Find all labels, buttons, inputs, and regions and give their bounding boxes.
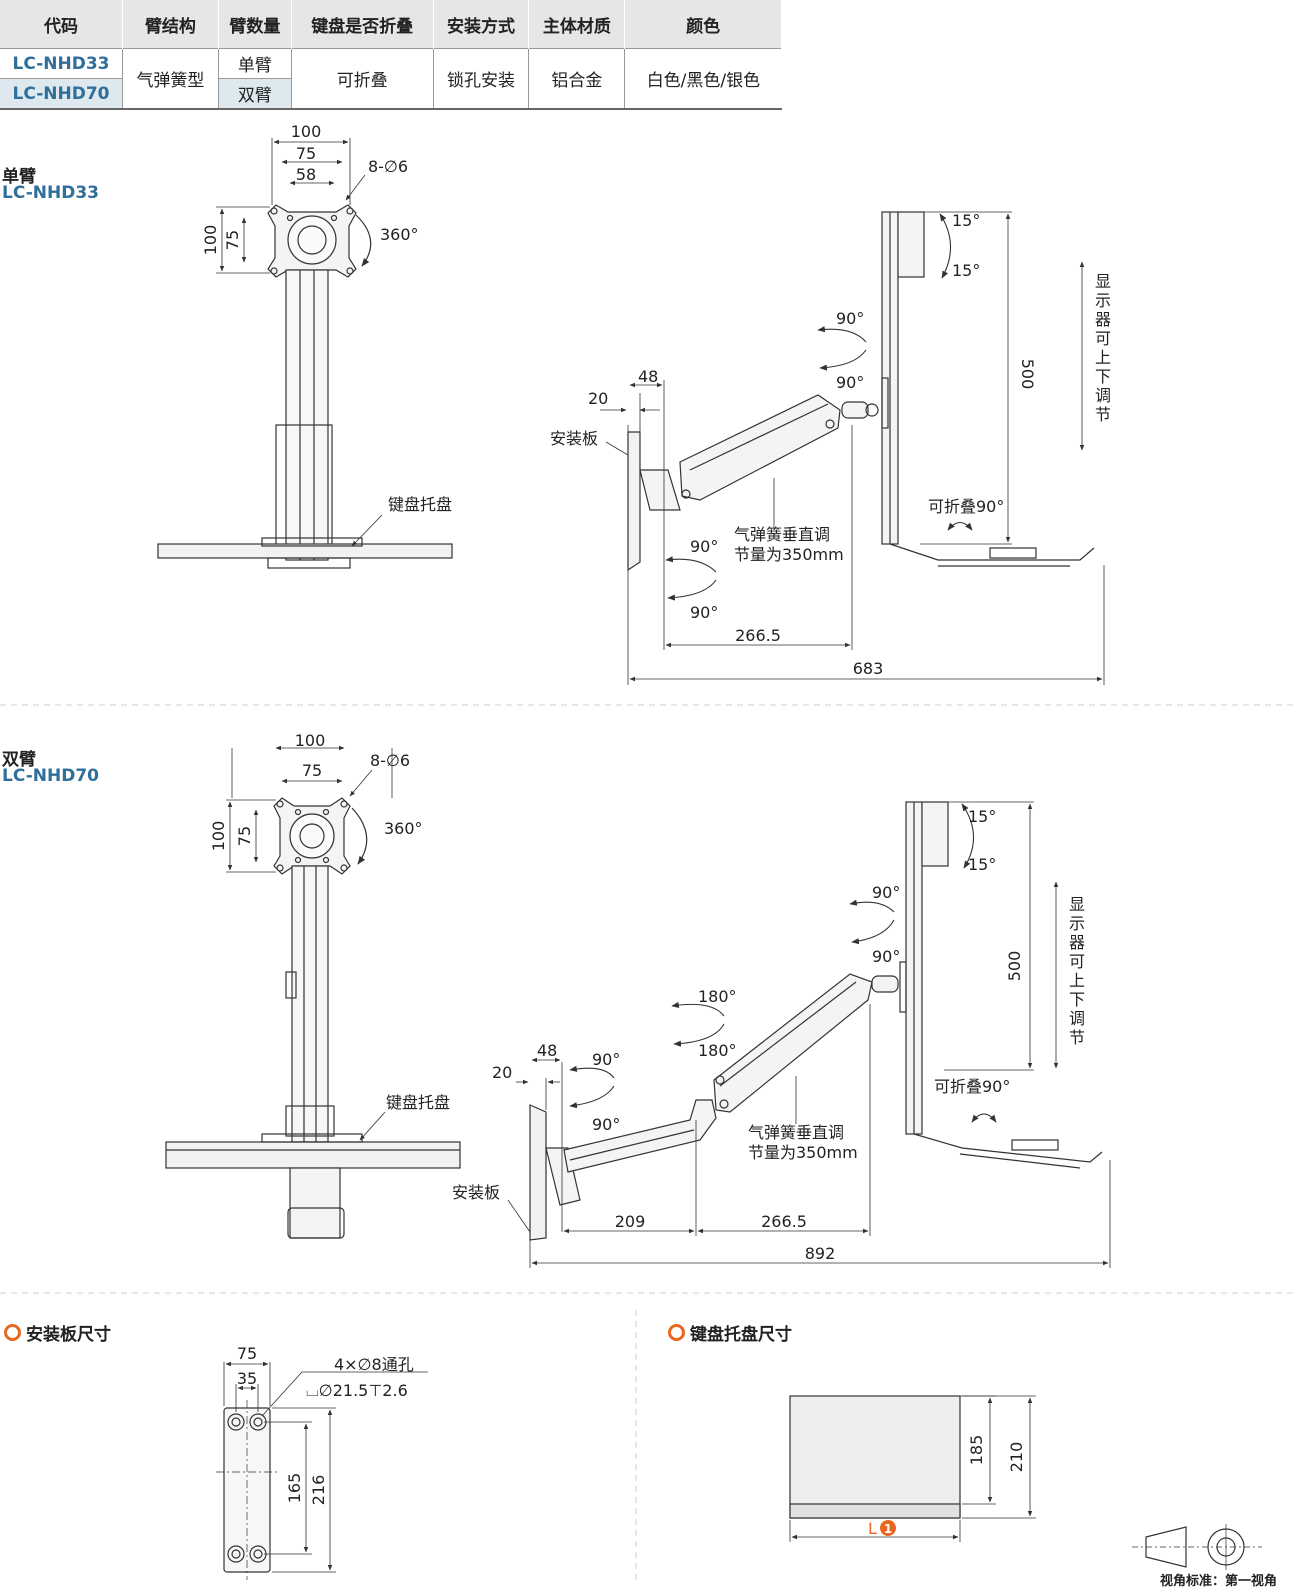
header-mounting: 安装方式 <box>433 0 530 49</box>
double-side-fold-label: 可折叠90° <box>934 1077 1010 1096</box>
header-arm-count: 臂数量 <box>218 0 292 49</box>
double-side-d209: 209 <box>615 1212 646 1231</box>
plate-drawing <box>216 1361 428 1580</box>
note-badge-icon <box>880 1520 896 1536</box>
plate-h216: 216 <box>309 1475 328 1506</box>
single-side-base-up: 90° <box>690 537 718 556</box>
single-front-w58: 58 <box>296 165 316 184</box>
double-side-view <box>507 801 1111 1268</box>
plate-w35: 35 <box>237 1369 257 1388</box>
double-side-base-up: 90° <box>592 1050 620 1069</box>
header-color: 颜色 <box>624 0 782 49</box>
header-keyboard-fold: 键盘是否折叠 <box>291 0 434 49</box>
double-arm-code: LC-NHD70 <box>2 766 99 786</box>
single-vertical-note: 显示器可上下调节 <box>1094 272 1111 424</box>
tray-dim-title-text: 键盘托盘尺寸 <box>690 1325 792 1345</box>
plate-dim-title-text: 安装板尺寸 <box>26 1325 111 1345</box>
double-front-w100: 100 <box>295 731 326 750</box>
header-material: 主体材质 <box>528 0 626 49</box>
code-single: LC-NHD33 <box>0 48 123 79</box>
double-side-d892: 892 <box>805 1244 836 1263</box>
double-front-h100: 100 <box>209 821 228 852</box>
single-side-fold-label: 可折叠90° <box>928 497 1004 516</box>
tray-note-num: 1 <box>884 1522 892 1536</box>
tray-h210: 210 <box>1007 1442 1026 1473</box>
projection-standard: 视角标准：第一视角 <box>1159 1574 1277 1589</box>
code-double: LC-NHD70 <box>0 78 123 110</box>
double-vertical-note: 显示器可上下调节 <box>1068 895 1085 1047</box>
tray-drawing <box>789 1395 1036 1542</box>
spec-table: 代码 臂结构 臂数量 键盘是否折叠 安装方式 主体材质 颜色 LC-NHD33 … <box>0 0 782 110</box>
single-front-tray-label: 键盘托盘 <box>388 495 452 514</box>
section-ring-icon <box>4 1324 21 1341</box>
double-side-swivel-up: 90° <box>872 883 900 902</box>
header-structure: 臂结构 <box>122 0 219 49</box>
section-ring-icon <box>668 1324 685 1341</box>
double-side-d266: 266.5 <box>761 1212 807 1231</box>
single-front-h75: 75 <box>223 230 242 250</box>
single-side-swivel-down: 90° <box>836 373 864 392</box>
keyboard-fold-cell: 可折叠 <box>291 48 434 110</box>
single-front-rotate: 360° <box>380 225 419 244</box>
double-front-rotate: 360° <box>384 819 423 838</box>
double-front-tray-label: 键盘托盘 <box>386 1093 450 1112</box>
double-side-height500: 500 <box>1005 951 1024 982</box>
single-side-d683: 683 <box>853 659 884 678</box>
header-code: 代码 <box>0 0 123 49</box>
single-side-base-down: 90° <box>690 603 718 622</box>
single-side-tilt-down: 15° <box>952 261 980 280</box>
double-arm-title: 双臂 <box>2 750 36 770</box>
structure-cell: 气弹簧型 <box>122 48 219 110</box>
single-arm-code: LC-NHD33 <box>2 183 99 203</box>
single-side-plate-label: 安装板 <box>550 429 598 448</box>
arm-count-single: 单臂 <box>218 48 292 79</box>
single-side-spring-line1: 气弹簧垂直调 <box>734 525 830 544</box>
single-side-d266: 266.5 <box>735 626 781 645</box>
double-front-h75: 75 <box>235 826 254 846</box>
double-side-spring-line2: 节量为350mm <box>748 1143 858 1162</box>
arm-count-double: 双臂 <box>218 78 292 110</box>
single-arm-title: 单臂 <box>2 167 36 187</box>
double-side-mid-up: 180° <box>698 987 737 1006</box>
tray-length-label: L <box>868 1519 877 1538</box>
material-cell: 铝合金 <box>528 48 626 110</box>
double-side-swivel-down: 90° <box>872 947 900 966</box>
first-angle-projection-icon <box>1132 1524 1262 1570</box>
plate-h165: 165 <box>285 1473 304 1504</box>
double-side-tilt-up: 15° <box>968 807 996 826</box>
plate-cbore: ⌴∅21.5⊤2.6 <box>306 1381 408 1400</box>
plate-dim-title: 安装板尺寸 <box>4 1320 111 1345</box>
mounting-cell: 锁孔安装 <box>433 48 530 110</box>
single-side-d48: 48 <box>638 367 658 386</box>
plate-holes: 4×∅8通孔 <box>334 1355 414 1374</box>
double-side-mid-down: 180° <box>698 1041 737 1060</box>
single-front-w100: 100 <box>291 122 322 141</box>
single-side-swivel-up: 90° <box>836 309 864 328</box>
single-front-h100: 100 <box>201 225 220 256</box>
single-side-spring-line2: 节量为350mm <box>734 545 844 564</box>
double-side-tilt-down: 15° <box>968 855 996 874</box>
single-front-view <box>157 138 453 569</box>
double-front-w75: 75 <box>302 761 322 780</box>
double-side-plate-label: 安装板 <box>452 1183 500 1202</box>
tray-dim-title: 键盘托盘尺寸 <box>668 1320 792 1345</box>
single-front-w75: 75 <box>296 144 316 163</box>
tray-h185: 185 <box>967 1435 986 1466</box>
single-side-d20: 20 <box>588 389 608 408</box>
single-side-view <box>600 211 1105 685</box>
color-cell: 白色/黑色/银色 <box>624 48 782 110</box>
double-side-base-down: 90° <box>592 1115 620 1134</box>
double-front-view <box>165 745 461 1239</box>
double-side-d48: 48 <box>537 1041 557 1060</box>
single-side-tilt-up: 15° <box>952 211 980 230</box>
double-side-d20: 20 <box>492 1063 512 1082</box>
plate-w75: 75 <box>237 1344 257 1363</box>
single-side-height500: 500 <box>1018 359 1037 390</box>
double-front-holes: 8-∅6 <box>370 751 410 770</box>
double-side-spring-line1: 气弹簧垂直调 <box>748 1123 844 1142</box>
single-front-holes: 8-∅6 <box>368 157 408 176</box>
